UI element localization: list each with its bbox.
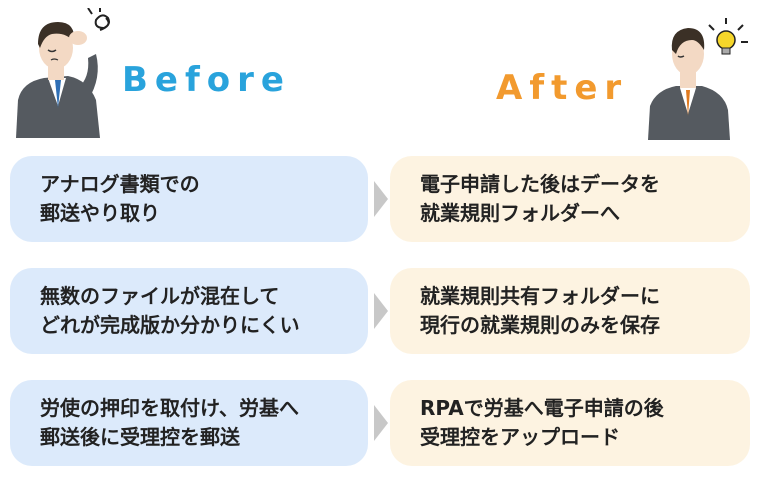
before-item-1: アナログ書類での 郵送やり取り [10,156,368,242]
chevron-right-icon [374,181,388,217]
before-item-3-line2: 郵送後に受理控を郵送 [40,425,240,449]
before-heading: Before [122,60,291,100]
chevron-right-icon [374,405,388,441]
after-item-3-line2: 受理控をアップロード [420,425,620,449]
after-item-2-line2: 現行の就業規則のみを保存 [420,313,660,337]
chevron-right-icon [374,293,388,329]
before-item-2: 無数のファイルが混在して どれが完成版か分かりにくい [10,268,368,354]
after-item-3-line1: RPAで労基へ電子申請の後 [420,396,664,420]
after-heading: After [496,68,629,108]
before-item-1-line2: 郵送やり取り [40,201,160,225]
before-item-3-line1: 労使の押印を取付け、労基へ [40,396,299,420]
after-item-3: RPAで労基へ電子申請の後 受理控をアップロード [390,380,750,466]
after-item-1: 電子申請した後はデータを 就業規則フォルダーへ [390,156,750,242]
after-item-2: 就業規則共有フォルダーに 現行の就業規則のみを保存 [390,268,750,354]
before-item-1-line1: アナログ書類での [40,172,200,196]
idea-businessman-icon [648,18,748,140]
after-item-1-line2: 就業規則フォルダーへ [420,201,620,225]
before-item-2-line1: 無数のファイルが混在して [40,284,280,308]
after-item-1-line1: 電子申請した後はデータを [420,172,660,196]
after-item-2-line1: 就業規則共有フォルダーに [420,284,660,308]
worried-businessman-icon [16,8,110,138]
before-item-3: 労使の押印を取付け、労基へ 郵送後に受理控を郵送 [10,380,368,466]
before-item-2-line2: どれが完成版か分かりにくい [40,313,300,337]
